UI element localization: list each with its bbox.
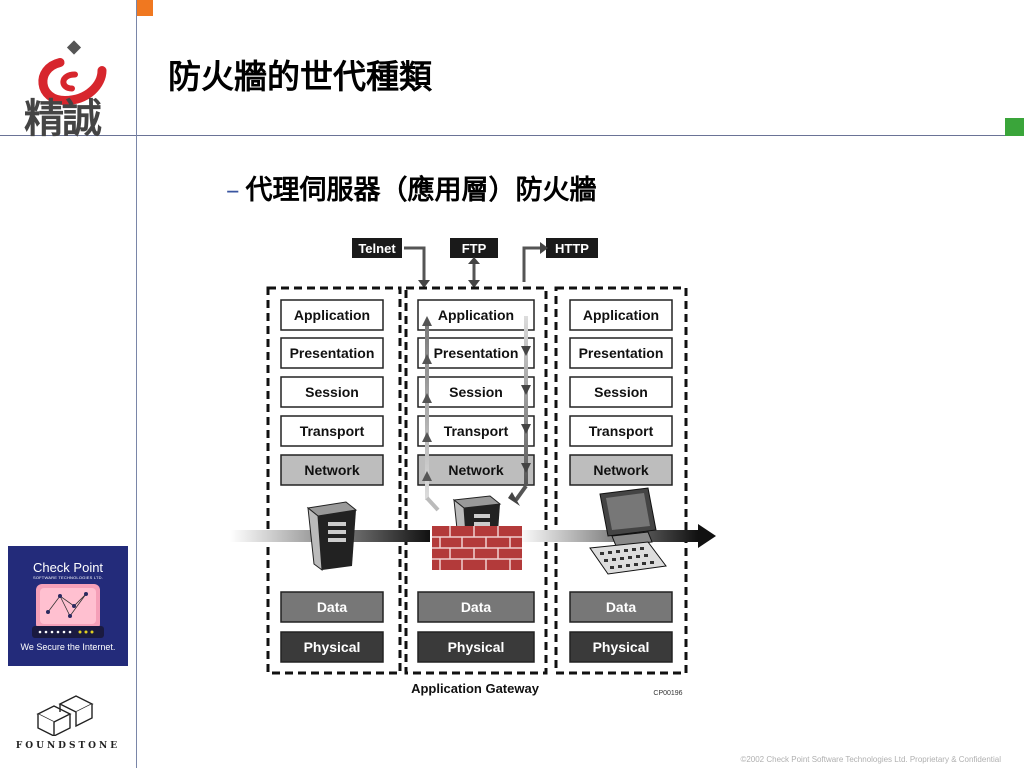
green-accent-square <box>1005 118 1024 136</box>
gateway-layer-data: Data <box>461 599 492 615</box>
protocol-ftp: FTP <box>450 238 498 258</box>
gateway-layer-application: Application <box>438 307 514 323</box>
checkpoint-tagline: We Secure the Internet. <box>20 642 116 652</box>
server-icon <box>306 501 358 572</box>
connector-arrowheads <box>418 242 548 288</box>
company-logo-icon <box>38 40 107 106</box>
stack-containers <box>266 286 688 675</box>
host-layer-data: Data <box>317 599 348 615</box>
orange-accent-square <box>137 0 153 16</box>
gateway-stack: Application Presentation Session Transpo… <box>417 299 535 663</box>
protocol-http-label: HTTP <box>555 241 589 256</box>
checkpoint-subtitle: SOFTWARE TECHNOLOGIES LTD. <box>32 575 104 580</box>
application-gateway-diagram: Telnet FTP HTTP Application Presentation… <box>230 238 716 697</box>
divider <box>0 135 136 136</box>
diagram-code: CP00196 <box>653 690 682 697</box>
protocol-telnet-label: Telnet <box>358 241 396 256</box>
host-layer-transport: Transport <box>300 423 365 439</box>
checkpoint-logo: Check Point SOFTWARE TECHNOLOGIES LTD. W… <box>8 546 128 666</box>
page-title: 防火牆的世代種類 <box>168 57 432 96</box>
gateway-layer-presentation: Presentation <box>434 345 519 361</box>
footer-copyright: ©2002 Check Point Software Technologies … <box>740 755 1001 764</box>
diagram-caption: Application Gateway <box>411 681 540 696</box>
firewall-brick-wall-icon <box>432 526 522 570</box>
client-layer-transport: Transport <box>589 423 654 439</box>
protocol-ftp-label: FTP <box>462 241 487 256</box>
client-layer-session: Session <box>594 384 648 400</box>
gateway-layer-session: Session <box>449 384 503 400</box>
foundstone-wordmark: FOUNDSTONE <box>15 741 121 751</box>
gateway-layer-transport: Transport <box>444 423 509 439</box>
client-stack: Application Presentation Session Transpo… <box>569 299 673 663</box>
header-divider <box>137 135 1024 136</box>
host-layer-session: Session <box>305 384 359 400</box>
sidebar <box>0 0 137 768</box>
checkpoint-name: Check Point <box>32 560 104 575</box>
client-layer-network: Network <box>593 462 648 478</box>
gateway-layer-physical: Physical <box>448 639 505 655</box>
host-layer-presentation: Presentation <box>290 345 375 361</box>
client-layer-data: Data <box>606 599 637 615</box>
bullet-text: 代理伺服器（應用層）防火牆 <box>245 175 597 206</box>
client-layer-physical: Physical <box>593 639 650 655</box>
client-layer-application: Application <box>583 307 659 323</box>
gateway-layer-network: Network <box>448 462 503 478</box>
host-stack: Application Presentation Session Transpo… <box>280 299 384 663</box>
foundstone-logo-icon <box>36 695 94 736</box>
gateway-flow-arrows <box>422 316 531 512</box>
computer-icon <box>589 487 667 575</box>
protocol-http: HTTP <box>546 238 598 258</box>
bullet-item: –代理伺服器（應用層）防火牆 <box>226 168 597 207</box>
bullet-dash: – <box>226 175 240 206</box>
protocol-telnet: Telnet <box>352 238 402 258</box>
company-logo-text: 精誠 <box>24 95 102 142</box>
client-layer-presentation: Presentation <box>579 345 664 361</box>
checkpoint-graphic-icon <box>32 584 104 638</box>
host-layer-network: Network <box>304 462 359 478</box>
host-layer-application: Application <box>294 307 370 323</box>
host-layer-physical: Physical <box>304 639 361 655</box>
